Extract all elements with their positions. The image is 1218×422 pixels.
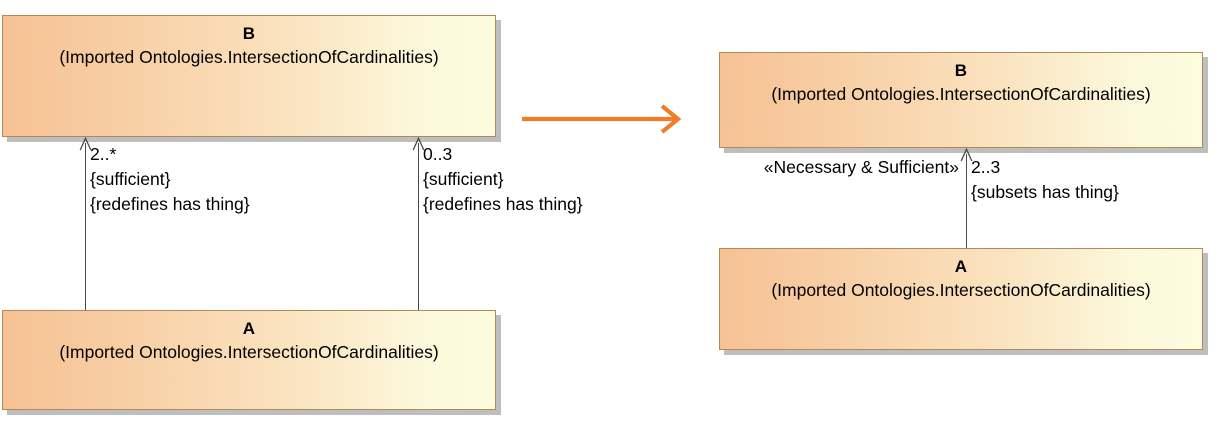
constraint-label: {redefines has thing} (90, 194, 250, 214)
class-name: B (954, 61, 968, 80)
multiplicity-label: 0..3 (423, 144, 453, 164)
after-association-stereotype-label: «Necessary & Sufficient» (704, 155, 959, 180)
before-left-association-arrowhead (79, 137, 93, 151)
before-left-association-label: 2..* {sufficient} {redefines has thing} (90, 142, 250, 217)
class-qualifier: (Imported Ontologies.IntersectionOfCardi… (59, 47, 439, 67)
class-qualifier: (Imported Ontologies.IntersectionOfCardi… (771, 84, 1151, 104)
multiplicity-label: 2..* (90, 144, 117, 164)
after-class-a[interactable]: A (Imported Ontologies.IntersectionOfCar… (719, 248, 1203, 350)
after-association-arrowhead (960, 148, 974, 162)
after-class-b[interactable]: B (Imported Ontologies.IntersectionOfCar… (719, 52, 1203, 148)
stereotype-label: «Necessary & Sufficient» (763, 157, 959, 177)
before-class-b[interactable]: B (Imported Ontologies.IntersectionOfCar… (2, 15, 496, 137)
before-right-association-arrowhead (412, 137, 426, 151)
constraint-label: {subsets has thing} (971, 182, 1119, 202)
before-right-association-label: 0..3 {sufficient} {redefines has thing} (423, 142, 583, 217)
right-arrow-icon (520, 104, 684, 134)
class-name: A (954, 257, 968, 276)
constraint-label: {sufficient} (423, 169, 504, 189)
constraint-label: {sufficient} (90, 169, 171, 189)
after-association-line[interactable] (966, 154, 967, 248)
class-name: A (242, 319, 256, 338)
after-association-label: 2..3 {subsets has thing} (971, 155, 1119, 205)
constraint-label: {redefines has thing} (423, 194, 583, 214)
multiplicity-label: 2..3 (971, 157, 1001, 177)
before-right-association-line[interactable] (418, 143, 419, 310)
before-left-association-line[interactable] (85, 143, 86, 310)
before-class-a[interactable]: A (Imported Ontologies.IntersectionOfCar… (2, 310, 496, 410)
class-qualifier: (Imported Ontologies.IntersectionOfCardi… (59, 342, 439, 362)
class-qualifier: (Imported Ontologies.IntersectionOfCardi… (771, 280, 1151, 300)
class-name: B (242, 24, 256, 43)
